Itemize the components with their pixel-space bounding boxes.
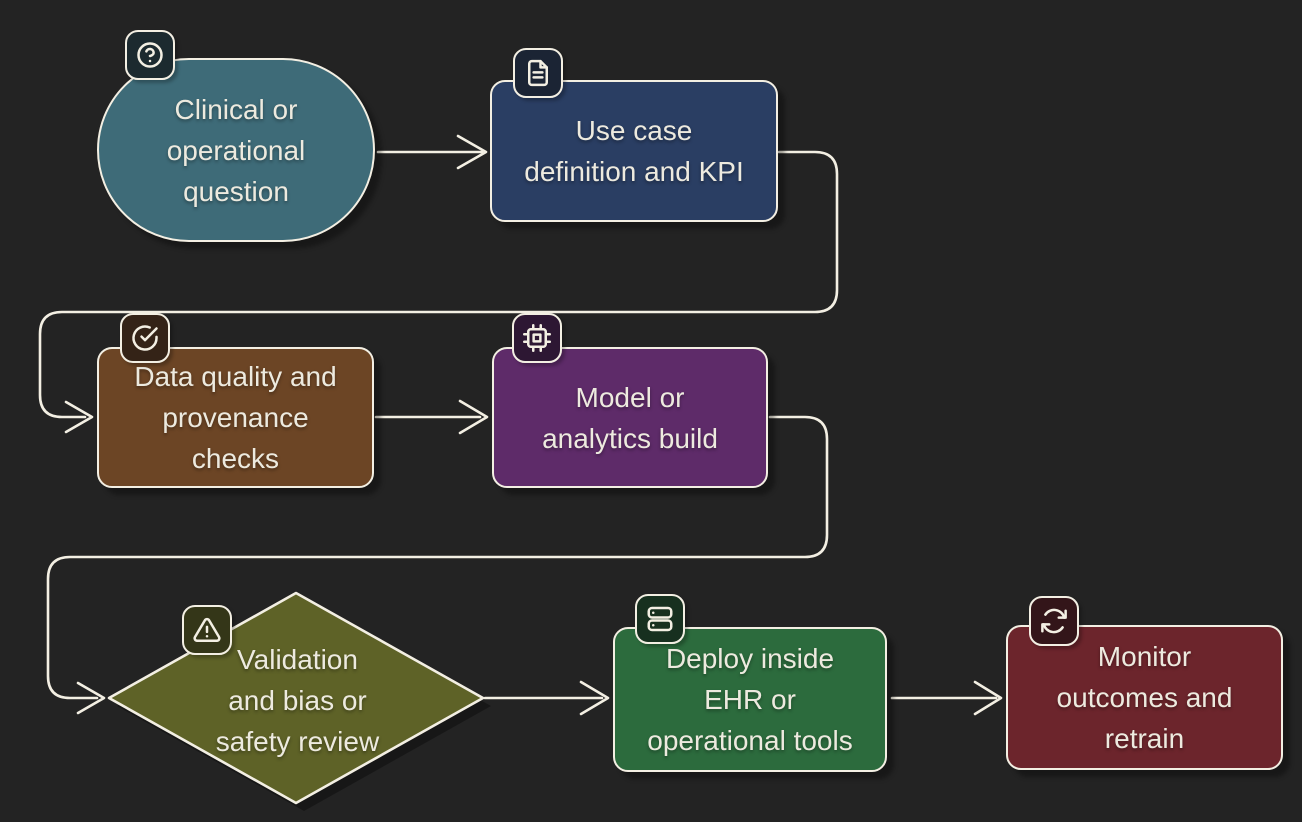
node-clinical-question: Clinical or operational question (97, 58, 375, 242)
node-deploy: Deploy inside EHR or operational tools (613, 627, 887, 772)
edge-usecase-to-dataquality (38, 150, 839, 434)
cpu-icon-badge (512, 313, 562, 363)
cpu-icon (522, 323, 552, 353)
file-text-icon-badge (513, 48, 563, 98)
node-label: Monitor outcomes and retrain (1056, 641, 1233, 754)
alert-triangle-icon-badge (182, 605, 232, 655)
help-circle-icon (137, 42, 163, 68)
node-model-build: Model or analytics build (492, 347, 768, 488)
node-label: Data quality and provenance checks (134, 361, 337, 474)
refresh-icon (1041, 608, 1067, 634)
node-label: Deploy inside EHR or operational tools (647, 643, 853, 756)
alert-triangle-icon (193, 617, 221, 642)
check-circle-icon-badge (120, 313, 170, 363)
edge-deploy-to-monitor (890, 680, 1003, 716)
refresh-icon-badge (1029, 596, 1079, 646)
node-validation: Validation and bias or safety review (100, 580, 495, 820)
help-circle-icon-badge (125, 30, 175, 80)
file-text-icon (528, 59, 548, 87)
node-label: Use case definition and KPI (524, 115, 744, 187)
edge-validation-to-deploy (483, 680, 610, 716)
node-data-quality: Data quality and provenance checks (97, 347, 374, 488)
node-label: Validation and bias or safety review (215, 643, 380, 757)
node-label: Model or analytics build (542, 381, 718, 454)
edge-clinical-to-usecase (376, 134, 488, 170)
node-label: Clinical or operational question (166, 93, 306, 207)
node-use-case: Use case definition and KPI (490, 80, 778, 222)
node-monitor: Monitor outcomes and retrain (1006, 625, 1283, 770)
check-circle-icon (132, 325, 158, 351)
server-icon (647, 606, 673, 632)
server-icon-badge (635, 594, 685, 644)
edge-model-to-validation (46, 415, 829, 715)
edge-dataquality-to-model (374, 399, 489, 435)
